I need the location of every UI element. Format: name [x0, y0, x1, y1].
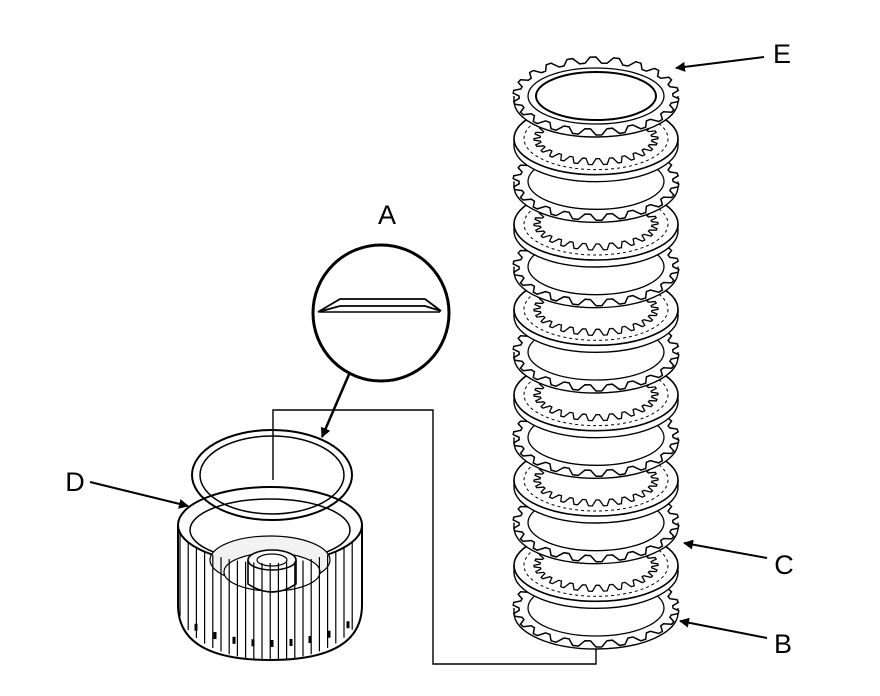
leader-d — [89, 481, 189, 509]
callout-a: A — [378, 200, 396, 230]
connector-bracket-line — [272, 409, 597, 665]
drum-hole — [346, 621, 350, 629]
leader-b — [679, 617, 768, 639]
leader-a — [320, 371, 352, 438]
callout-c: C — [774, 550, 794, 580]
clutch-drum — [177, 486, 363, 662]
callout-b: B — [774, 629, 792, 659]
clutch-disc-stack — [512, 56, 680, 650]
drum-hole — [232, 636, 236, 644]
drum-hole — [308, 636, 312, 644]
end-plate-lip — [535, 71, 657, 121]
clutch-disc — [512, 56, 680, 138]
detail-circle-a — [311, 243, 451, 383]
plate-bore — [527, 67, 665, 125]
leader-e — [675, 56, 765, 72]
drum-hole — [194, 623, 198, 631]
drum-hole — [251, 639, 255, 647]
snap-ring-cross-section — [317, 298, 442, 313]
snap-ring-outer — [191, 429, 353, 521]
drum-hole — [213, 632, 217, 640]
leader-c — [683, 539, 768, 559]
drum-hole — [270, 639, 274, 647]
callout-e: E — [773, 39, 791, 69]
drum-hole — [327, 630, 331, 638]
callout-d: D — [65, 467, 85, 497]
snap-ring-inner — [199, 435, 345, 515]
drum-hole — [289, 638, 293, 646]
